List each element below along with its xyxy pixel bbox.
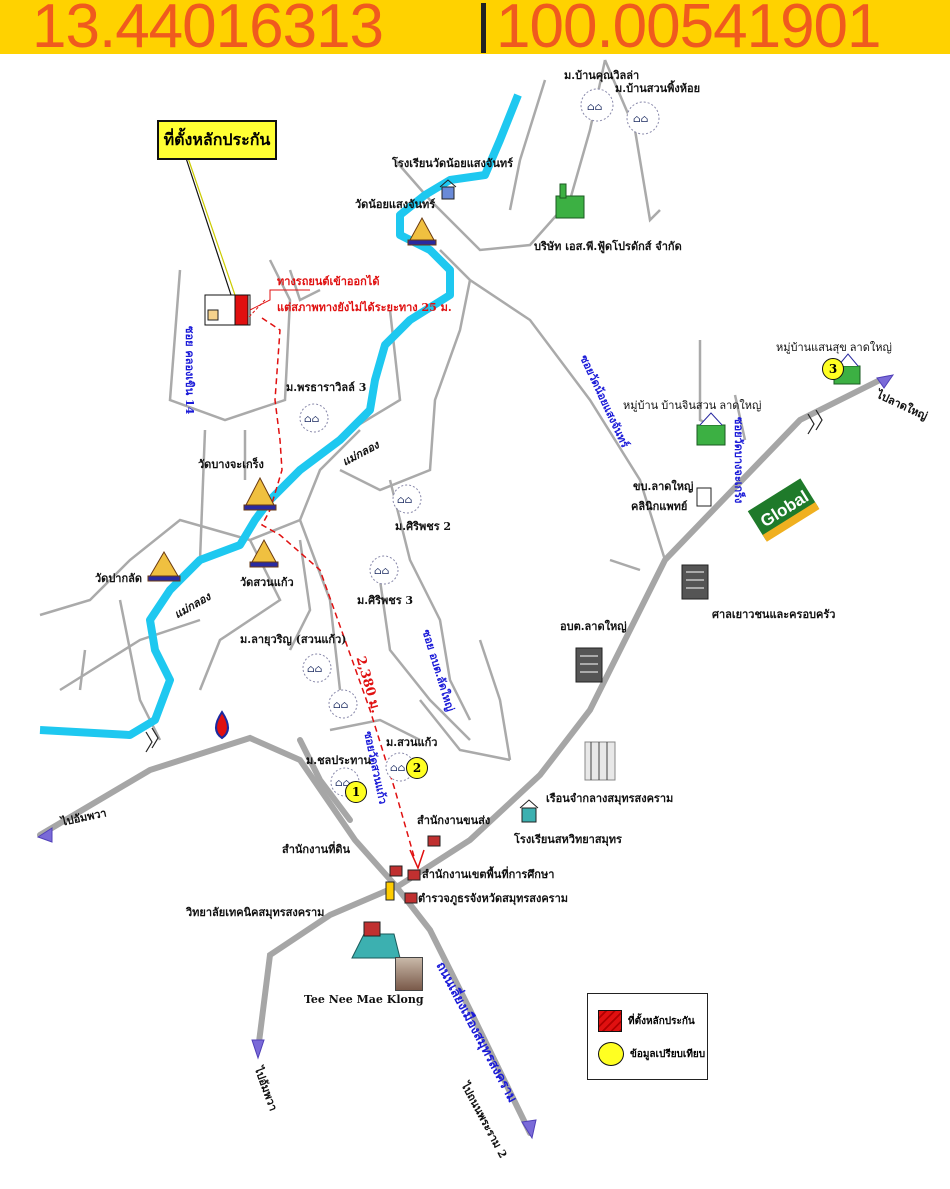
legend-comparison-swatch xyxy=(598,1042,624,1066)
svg-text:⌂⌂: ⌂⌂ xyxy=(397,495,412,506)
route-dashed xyxy=(260,317,416,861)
comparison-marker-1[interactable]: 1 xyxy=(345,781,367,803)
comparison-marker-2[interactable]: 2 xyxy=(406,757,428,779)
prison-icon xyxy=(584,741,616,781)
label-clinic: คลินิกแพทย์ xyxy=(631,500,688,513)
label-access-note-2: แต่สภาพทางยังไม่ได้ระยะทาง 25 ม. xyxy=(277,301,452,314)
college-icon xyxy=(351,921,401,959)
main-roads xyxy=(37,377,883,1136)
latitude-text: 13.44016313 xyxy=(32,0,384,61)
label-school-wat: โรงเรียนวัดน้อยแสงจันทร์ xyxy=(392,157,514,170)
svg-text:⌂⌂: ⌂⌂ xyxy=(633,114,648,125)
label-moo-baan-1: ม.บ้านคุณวิลล่า xyxy=(564,69,640,82)
label-police: ตำรวจภูธรจังหวัดสมุทรสงคราม xyxy=(418,892,569,905)
building-icon-group xyxy=(575,564,709,683)
collateral-plot xyxy=(204,294,251,326)
legend-comparison-label: ข้อมูลเปรียบเทียบ xyxy=(630,1048,706,1060)
svg-text:⌂⌂: ⌂⌂ xyxy=(304,414,319,425)
label-moo-pornthara: ม.พรธาราวิลล์ 3 xyxy=(286,381,367,394)
label-wat-pradu: วัดปากลัด xyxy=(95,572,143,585)
svg-text:⌂⌂: ⌂⌂ xyxy=(390,763,405,774)
longitude-text: 100.00541901 xyxy=(496,0,882,61)
collateral-callout: ที่ตั้งหลักประกัน xyxy=(157,120,277,160)
label-wat-suan: วัดสวนแก้ว xyxy=(240,576,294,589)
label-office-2: สำนักงานที่ดิน xyxy=(282,843,351,856)
label-village-chin: หมู่บ้าน บ้านจินสวน ลาดใหญ่ xyxy=(623,400,762,412)
label-moo-suan: ม.สวนแก้ว xyxy=(386,736,438,749)
school-icon xyxy=(439,179,457,200)
river-mae-klong xyxy=(39,93,522,739)
fuel-station-icon xyxy=(215,710,229,740)
label-rr-school: โรงเรียนสหวิทยาสมุทร xyxy=(514,833,622,846)
label-wat-noi: วัดน้อยแสงจันทร์ xyxy=(355,198,436,211)
label-moo-siri-3: ม.ศิริพชร 3 xyxy=(357,594,414,607)
label-moo-baan-2: ม.บ้านสวนพิ้งห้อย xyxy=(615,82,701,95)
coordinate-separator xyxy=(481,3,486,53)
market-photo xyxy=(395,957,423,991)
label-soi-rak: ซอยวัดบางจะเกร็ง xyxy=(732,417,745,504)
coordinate-bar: 13.44016313 100.00541901 xyxy=(0,0,950,60)
label-soi-14: ซอย คลองเขิน 14 xyxy=(183,326,196,415)
svg-text:⌂⌂: ⌂⌂ xyxy=(587,102,602,113)
school-icon-2 xyxy=(519,799,539,823)
village-icon-group xyxy=(299,88,660,797)
temple-icon-group xyxy=(147,216,437,582)
label-office-1: สำนักงานขนส่ง xyxy=(417,814,491,827)
label-moo-prathan: ม.ชลประทาน xyxy=(306,754,372,767)
label-village-lat-yai: หมู่บ้านแสนสุข ลาดใหญ่ xyxy=(776,342,892,354)
factory-icon xyxy=(555,183,585,219)
label-tesco: Tee Nee Mae Klong xyxy=(304,993,424,1006)
svg-text:⌂⌂: ⌂⌂ xyxy=(374,566,389,577)
label-obt: อบต.ลาดใหญ่ xyxy=(560,620,627,633)
label-moo-siri-2: ม.ศิริพชร 2 xyxy=(395,520,452,533)
map-canvas: ⌂⌂ ⌂⌂ ⌂⌂ ⌂⌂ ⌂⌂ ⌂⌂ ⌂⌂ ⌂⌂ ⌂⌂ Global xyxy=(36,59,895,1140)
map-legend: ที่ตั้งหลักประกัน ข้อมูลเปรียบเทียบ xyxy=(587,993,708,1080)
label-wat-bang: วัดบางจะเกร็ง xyxy=(198,458,264,471)
label-hospital: ศาลเยาวชนและครอบครัว xyxy=(712,608,836,621)
office-icon-group xyxy=(389,835,441,904)
svg-text:⌂⌂: ⌂⌂ xyxy=(333,700,348,711)
comparison-marker-3[interactable]: 3 xyxy=(822,358,844,380)
legend-collateral-swatch xyxy=(598,1010,622,1032)
label-moo-oreawan: ม.ลายุวริญ (สวนแก้ว) xyxy=(240,633,347,646)
label-office-3: สำนักงานเขตพื้นที่การศึกษา xyxy=(422,868,555,881)
global-house-sign: Global xyxy=(747,478,820,542)
label-pharmacy: ขบ.ลาดใหญ่ xyxy=(633,480,694,493)
legend-collateral-label: ที่ตั้งหลักประกัน xyxy=(628,1015,695,1027)
label-access-note-1: ทางรถยนต์เข้าออกได้ xyxy=(277,275,380,288)
svg-text:⌂⌂: ⌂⌂ xyxy=(307,664,322,675)
svg-text:⌂⌂: ⌂⌂ xyxy=(335,778,350,789)
label-prison: เรือนจำกลางสมุทรสงคราม xyxy=(546,792,674,805)
direction-arrows xyxy=(36,374,895,1140)
label-college: วิทยาลัยเทคนิคสมุทรสงคราม xyxy=(186,906,325,919)
label-company: บริษัท เอส.พี.ฟู้ดโปรดักส์ จำกัด xyxy=(534,240,682,253)
